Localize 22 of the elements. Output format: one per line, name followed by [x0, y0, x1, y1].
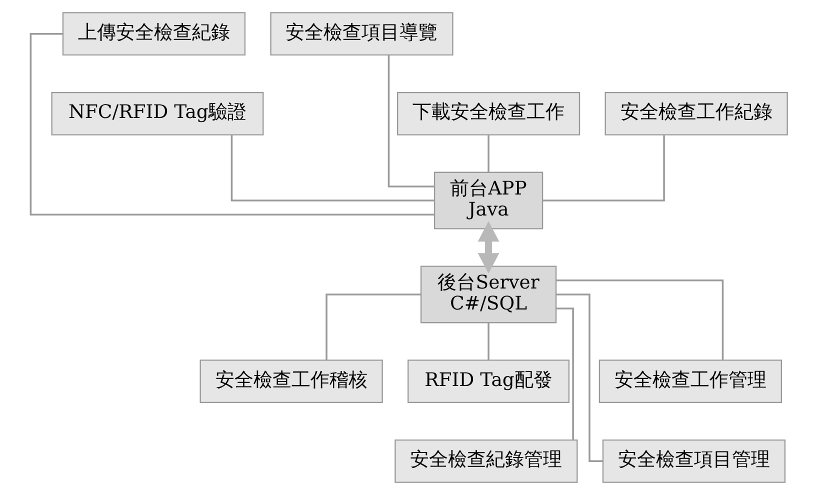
node-box: 前台APP Java: [433, 172, 543, 230]
node-box: 下載安全檢查工作: [396, 92, 580, 136]
node-box: 安全檢查工作稽核: [199, 360, 382, 404]
node-box: RFID Tag配發: [407, 360, 570, 404]
connector: [487, 322, 489, 360]
connector: [29, 32, 434, 216]
node-box: 安全檢查工作紀錄: [604, 92, 788, 136]
connector: [556, 308, 574, 440]
connector: [387, 55, 434, 188]
arrow: [477, 221, 499, 274]
connector: [230, 135, 434, 202]
node-box: 安全檢查項目管理: [602, 439, 786, 483]
node-box: 安全檢查紀錄管理: [394, 439, 578, 483]
node-box: NFC/RFID Tag驗證: [50, 92, 264, 136]
connector: [542, 135, 664, 202]
node-box: 上傳安全檢查紀錄: [62, 12, 246, 56]
connector: [556, 280, 724, 360]
connector: [325, 294, 420, 360]
node-box: 安全檢查工作管理: [598, 360, 782, 404]
connector: [487, 135, 489, 172]
node-box: 安全檢查項目導覽: [270, 12, 453, 56]
node-box: 後台Server C#/SQL: [420, 266, 556, 324]
